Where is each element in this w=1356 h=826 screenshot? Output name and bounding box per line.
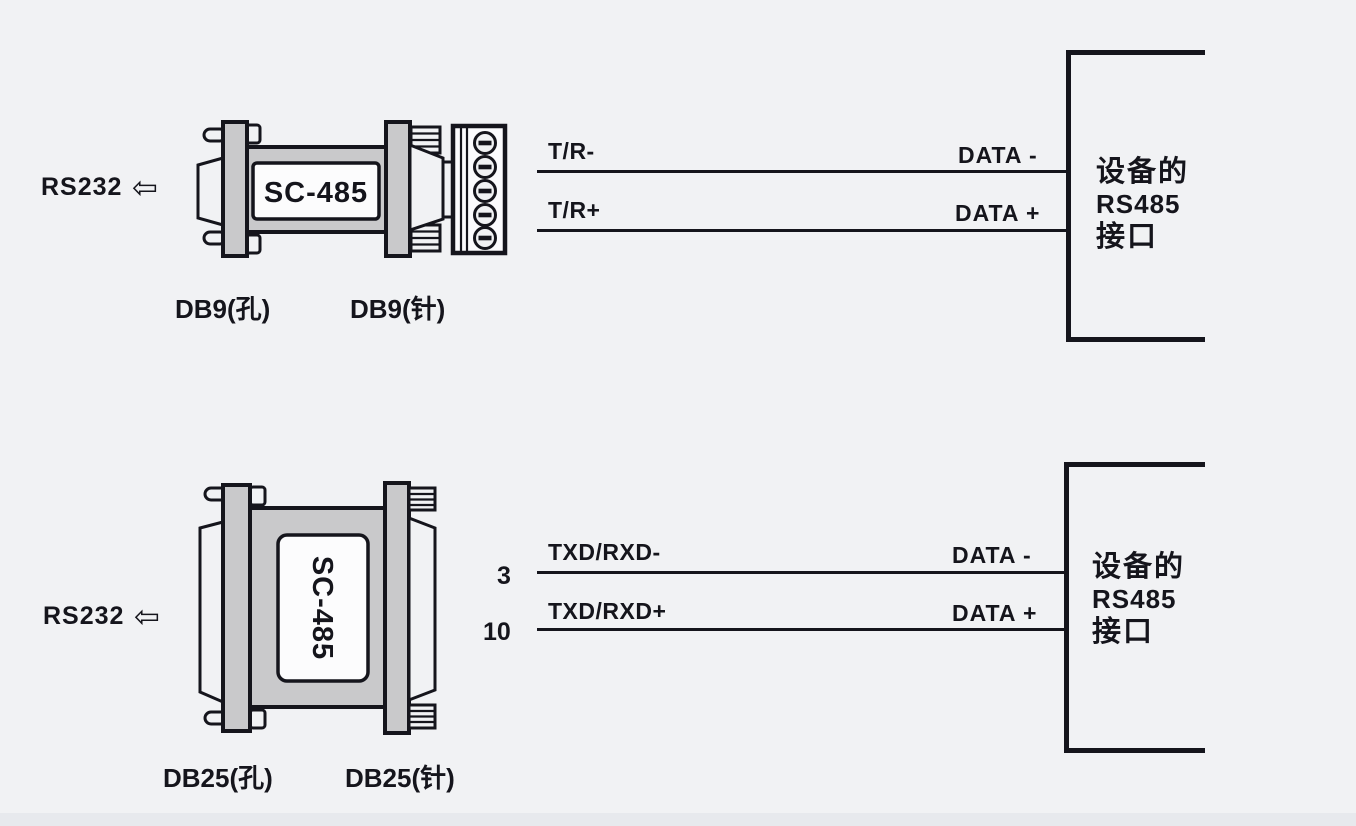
model-label-box [276,533,370,683]
model-label-box [251,161,381,221]
terminal-screw-icon [473,131,497,155]
converter-model-label: SC-485 [264,177,368,209]
device-signal-label-data-plus: DATA + [955,200,1041,226]
db25-female-caption: DB25(孔) [163,763,273,793]
wire-tr-plus [537,229,1066,232]
bottom-edge-band [0,813,1356,826]
thread-lines [411,230,440,246]
wire-txd-rxd-plus [537,628,1064,631]
wire-txd-rxd-minus [537,571,1064,574]
pin-number-10: 10 [483,618,511,646]
terminal-screw-icon [473,226,497,250]
left-white-arrow-icon: ⇦ [134,599,160,634]
rs232-source-label: RS232 [41,173,123,201]
device-rs485-caption: 设备的 RS485 接口 [1092,551,1185,649]
device-caption-line1: 设备的 [1092,551,1186,583]
terminal-screw-icon [473,179,497,203]
device-caption-line2: RS485 [1092,584,1177,614]
signal-label-txd-rxd-plus: TXD/RXD+ [548,598,667,624]
db9-converter-graphic: SC-485 [196,120,508,258]
device-caption-line2: RS485 [1096,189,1181,219]
rs232-source-label: RS232 [43,602,125,630]
terminal-screw-icon [473,155,497,179]
db9-male-caption: DB9(针) [350,294,446,324]
device-rs485-caption: 设备的 RS485 接口 [1096,156,1189,254]
db9-female-shell [196,156,225,227]
device-signal-label-data-minus: DATA - [958,142,1038,168]
signal-label-tr-plus: T/R+ [548,197,601,223]
device-caption-line3: 接口 [1092,616,1155,648]
db25-male-shell [407,515,437,703]
device-rs485-box [1064,462,1205,753]
wire-tr-minus [537,170,1066,173]
screw-post-icon [248,485,267,507]
device-caption-line3: 接口 [1096,221,1159,253]
terminal-block-lines [459,128,469,251]
device-rs485-box [1066,50,1205,342]
device-caption-line1: 设备的 [1096,156,1190,188]
right-flange [383,481,411,735]
db25-converter-graphic: SC-485 [198,481,437,735]
pin-number-3: 3 [497,562,511,590]
terminal-screw-icon [473,203,497,227]
left-flange [221,120,249,258]
db25-female-shell [198,520,225,705]
db25-male-caption: DB25(针) [345,763,455,793]
right-flange [384,120,412,258]
db9-female-caption: DB9(孔) [175,294,271,324]
converter-model-label: SC-485 [306,556,338,660]
left-white-arrow-icon: ⇦ [132,170,158,205]
signal-label-tr-minus: T/R- [548,138,595,164]
signal-label-txd-rxd-minus: TXD/RXD- [548,539,661,565]
thread-lines [409,709,435,724]
screw-post-icon [248,708,267,730]
device-signal-label-data-plus: DATA + [952,600,1038,626]
left-flange [221,483,252,733]
device-signal-label-data-minus: DATA - [952,542,1032,568]
thread-lines [409,492,435,507]
db9-male-shell [408,142,445,233]
